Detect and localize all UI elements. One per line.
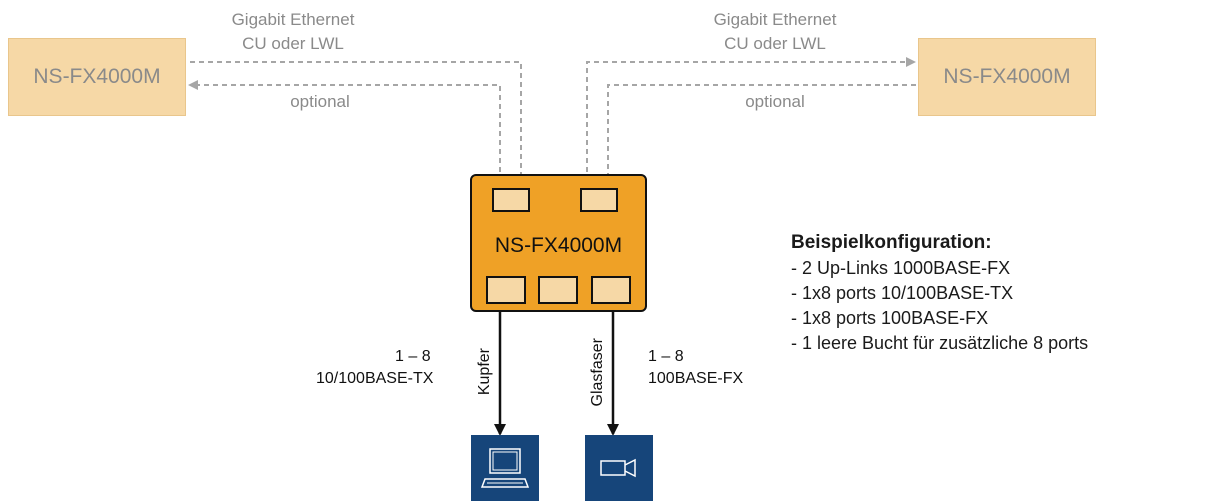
central-switch: NS-FX4000M: [470, 174, 647, 312]
fiber-port-module: [591, 276, 631, 304]
camera-device: [585, 435, 653, 501]
fiber-standard-label: 100BASE-FX: [648, 370, 744, 387]
config-item: - 1 leere Bucht für zusätzliche 8 ports: [791, 333, 1089, 353]
right-uplink-line: [586, 57, 916, 172]
copper-standard-label: 10/100BASE-TX: [316, 370, 434, 387]
left-link-title-line1: Gigabit Ethernet: [231, 10, 355, 29]
right-link-title: Gigabit Ethernet CU oder LWL: [690, 8, 860, 56]
example-configuration: Beispielkonfiguration: - 2 Up-Links 1000…: [791, 232, 1201, 356]
left-remote-switch: NS-FX4000M: [8, 38, 186, 116]
empty-bay-module: [538, 276, 578, 304]
fiber-medium-label: Glasfaser: [589, 338, 606, 407]
right-optional-line: [603, 84, 916, 184]
config-item: - 2 Up-Links 1000BASE-FX: [791, 258, 1011, 278]
right-remote-label: NS-FX4000M: [943, 65, 1071, 88]
right-link-title-line2: CU oder LWL: [724, 34, 826, 53]
config-item: - 1x8 ports 100BASE-FX: [791, 308, 989, 328]
camera-icon: [600, 458, 636, 478]
config-title: Beispielkonfiguration:: [791, 232, 992, 253]
right-remote-switch: NS-FX4000M: [918, 38, 1096, 116]
uplink-port-left: [492, 188, 530, 212]
left-remote-label: NS-FX4000M: [33, 65, 161, 88]
computer-icon: [480, 448, 530, 488]
left-link-optional: optional: [290, 92, 350, 111]
computer-device: [471, 435, 539, 501]
left-optional-line: [188, 80, 501, 172]
copper-port-module: [486, 276, 526, 304]
copper-range-label: 1 – 8: [395, 348, 431, 365]
left-uplink-line: [190, 61, 526, 184]
fiber-range-label: 1 – 8: [648, 348, 684, 365]
config-item: - 1x8 ports 10/100BASE-TX: [791, 283, 1014, 303]
central-switch-label: NS-FX4000M: [494, 234, 623, 257]
right-link-title-line1: Gigabit Ethernet: [713, 10, 837, 29]
copper-medium-label: Kupfer: [476, 348, 493, 396]
uplink-port-right: [580, 188, 618, 212]
left-link-title: Gigabit Ethernet CU oder LWL: [208, 8, 378, 56]
right-link-optional: optional: [745, 92, 805, 111]
left-link-title-line2: CU oder LWL: [242, 34, 344, 53]
